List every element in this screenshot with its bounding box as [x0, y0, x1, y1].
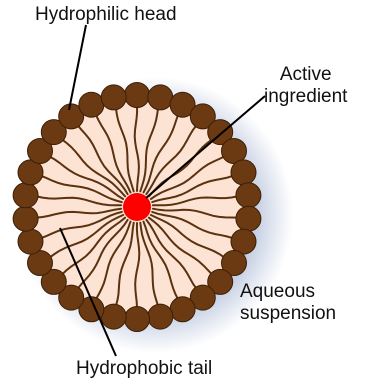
- active-ingredient-label: Active ingredient: [264, 64, 347, 108]
- hydrophilic-head: [13, 206, 38, 231]
- hydrophilic-head: [236, 206, 261, 231]
- hydrophilic-head-label: Hydrophilic head: [35, 4, 177, 26]
- hydrophilic-head: [170, 297, 195, 322]
- hydrophilic-head: [236, 183, 261, 208]
- hydrophilic-head: [13, 183, 38, 208]
- hydrophilic-head: [101, 304, 126, 329]
- active-ingredient-label-line2: ingredient: [264, 86, 347, 108]
- hydrophilic-head: [148, 85, 173, 110]
- aqueous-suspension-label-line2: suspension: [240, 303, 336, 325]
- hydrophilic-head: [18, 229, 43, 254]
- aqueous-suspension-label: Aqueous suspension: [240, 281, 336, 325]
- hydrophobic-tail-label: Hydrophobic tail: [76, 358, 212, 380]
- hydrophilic-head: [101, 85, 126, 110]
- hydrophilic-head: [148, 304, 173, 329]
- active-ingredient-label-line1: Active: [264, 64, 347, 86]
- aqueous-suspension-label-line1: Aqueous: [240, 281, 336, 303]
- hydrophilic-head: [79, 92, 104, 117]
- hydrophilic-head: [125, 307, 150, 332]
- hydrophilic-head: [231, 160, 256, 185]
- hydrophilic-head: [125, 83, 150, 108]
